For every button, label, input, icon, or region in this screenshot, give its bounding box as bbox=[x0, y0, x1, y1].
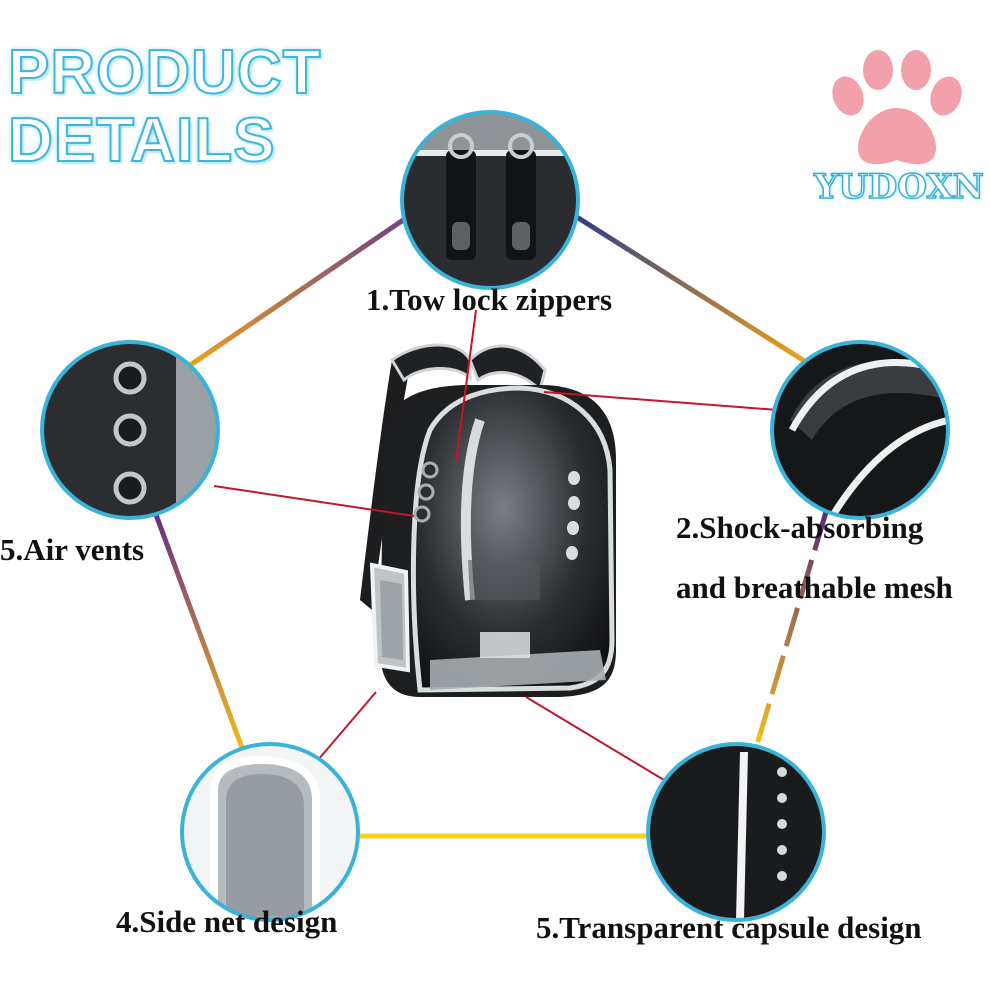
title-line-2: DETAILS bbox=[7, 106, 276, 175]
connector-line bbox=[184, 211, 414, 371]
connector-line bbox=[570, 211, 808, 365]
pointer-line bbox=[525, 696, 665, 781]
feature-label-side-net: 4.Side net design bbox=[116, 904, 338, 939]
feature-label-mesh-line2: and breathable mesh bbox=[676, 570, 953, 605]
connector-line bbox=[753, 511, 829, 749]
detail-circle-capsule bbox=[646, 742, 826, 922]
paw-icon bbox=[832, 50, 962, 165]
feature-label-capsule: 5.Transparent capsule design bbox=[536, 910, 922, 945]
title-line-1: PRODUCT bbox=[7, 38, 322, 107]
detail-circle-mesh bbox=[770, 340, 950, 520]
pointer-line bbox=[543, 391, 779, 411]
detail-circle-side-net bbox=[180, 742, 360, 922]
feature-label-air-vents: 5.Air vents bbox=[0, 532, 145, 567]
backpack-image bbox=[360, 343, 616, 697]
feature-label-zippers: 1.Tow lock zippers bbox=[366, 282, 613, 317]
pointer-line bbox=[317, 691, 377, 761]
brand-name: YUDOXN bbox=[813, 167, 984, 207]
connector-line bbox=[152, 511, 248, 757]
detail-circle-air-vents bbox=[40, 340, 220, 520]
pointer-line bbox=[455, 309, 477, 463]
feature-label-mesh-line1: 2.Shock-absorbing bbox=[676, 510, 924, 545]
pointer-line bbox=[213, 485, 415, 517]
detail-circle-zippers bbox=[400, 110, 580, 290]
